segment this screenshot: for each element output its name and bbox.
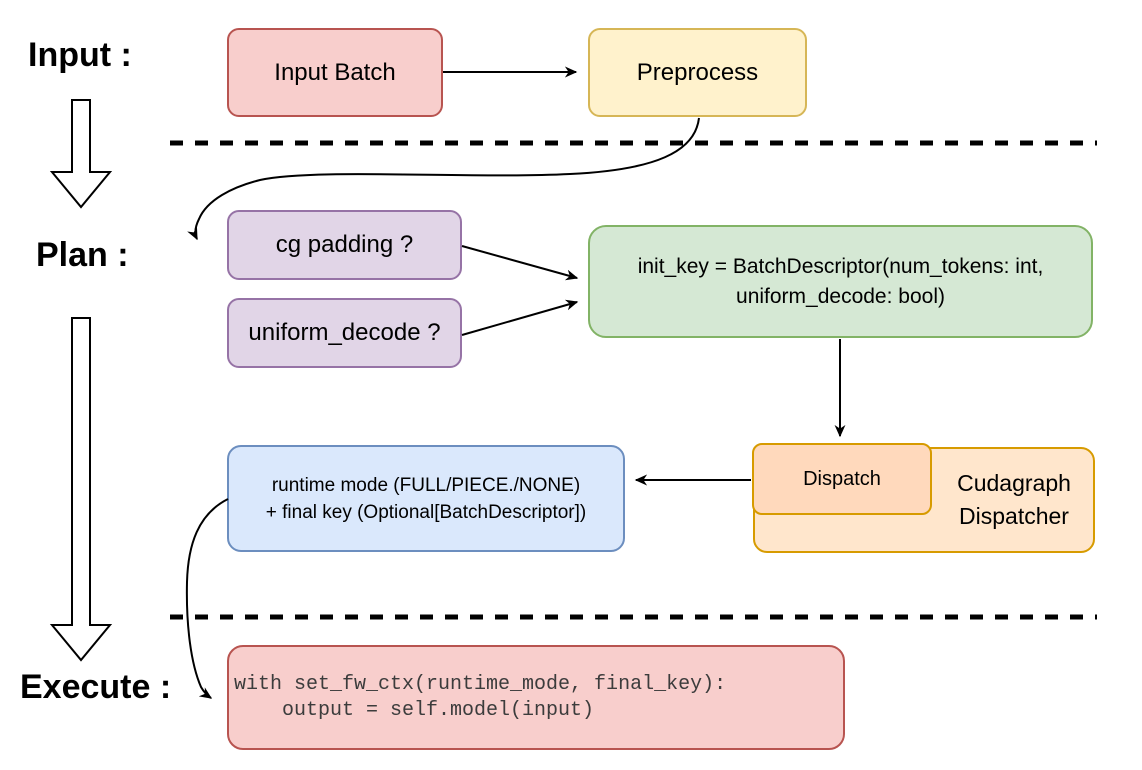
node-dispatch-label: Dispatch — [803, 467, 881, 490]
node-input-batch-label: Input Batch — [274, 58, 396, 86]
node-runtime-mode-line1: runtime mode (FULL/PIECE./NONE) — [271, 474, 581, 496]
node-init-key: init_key = BatchDescriptor(num_tokens: i… — [588, 225, 1093, 338]
node-runtime-mode: runtime mode (FULL/PIECE./NONE) + final … — [227, 445, 625, 552]
node-preprocess-label: Preprocess — [636, 58, 759, 86]
node-preprocess: Preprocess — [588, 28, 807, 117]
arrow-runtime-mode-to-execute-code — [185, 498, 229, 699]
node-dispatch: Dispatch — [752, 443, 932, 515]
hollow-arrow-plan — [49, 317, 113, 662]
hollow-arrow-input — [49, 99, 113, 209]
execute-code-line2: output = self.model(input) — [234, 698, 595, 722]
cudagraph-line2: Dispatcher — [959, 503, 1069, 529]
node-cg-padding-label: cg padding ? — [275, 231, 414, 258]
node-execute-code: with set_fw_ctx(runtime_mode, final_key)… — [227, 645, 845, 750]
arrow-cg-padding-to-init-key — [461, 245, 579, 281]
stage-label-plan: Plan : — [36, 236, 129, 274]
cudagraph-line1: Cudagraph — [957, 470, 1071, 496]
node-runtime-mode-line2: + final key (Optional[BatchDescriptor]) — [265, 501, 587, 523]
node-uniform-decode: uniform_decode ? — [227, 298, 462, 368]
stage-label-execute: Execute : — [20, 668, 172, 706]
arrow-uniform-decode-to-init-key — [461, 299, 579, 336]
node-input-batch: Input Batch — [227, 28, 443, 117]
execute-code-line1: with set_fw_ctx(runtime_mode, final_key)… — [234, 672, 727, 696]
node-init-key-line2: uniform_decode: bool) — [736, 284, 945, 308]
stage-label-input: Input : — [28, 36, 132, 74]
node-init-key-line1: init_key = BatchDescriptor(num_tokens: i… — [637, 254, 1044, 278]
node-uniform-decode-label: uniform_decode ? — [248, 319, 441, 346]
node-cudagraph-dispatcher-label: Cudagraph Dispatcher — [935, 449, 1093, 551]
node-cg-padding: cg padding ? — [227, 210, 462, 280]
